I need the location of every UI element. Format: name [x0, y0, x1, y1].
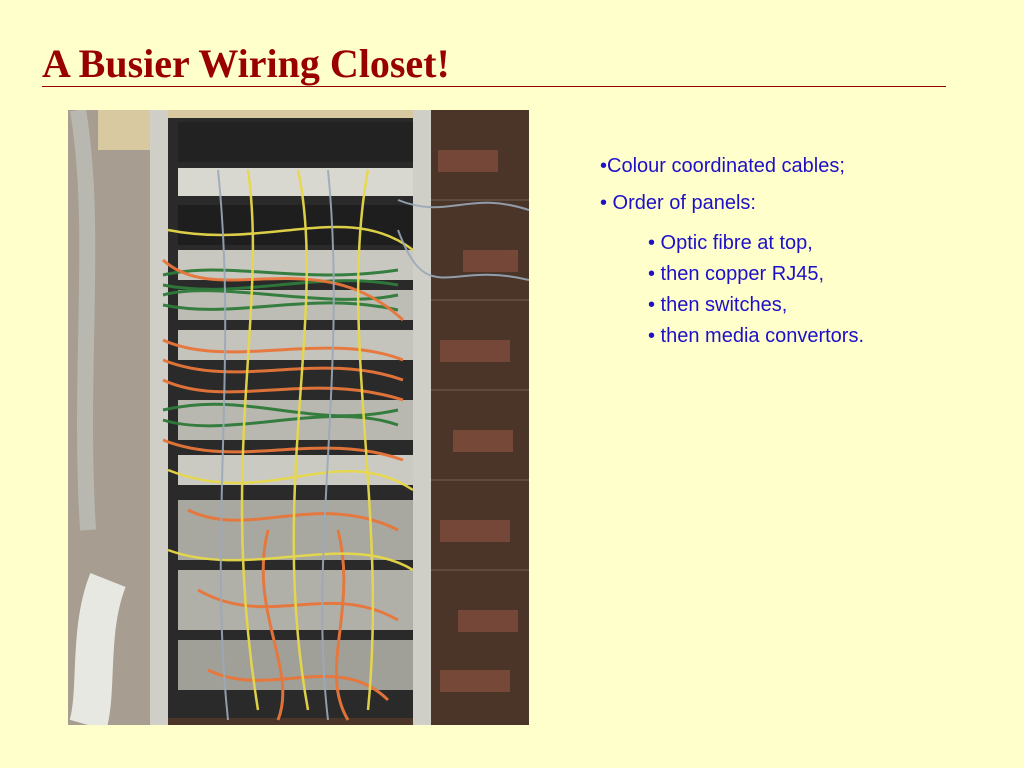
sub-bullet-copper-rj45: • then copper RJ45,: [648, 263, 824, 285]
bullet-colour-coordinated: •Colour coordinated cables;: [600, 155, 845, 177]
sub-bullet-switches: • then switches,: [648, 294, 788, 316]
sub-bullet-media-convertors: • then media convertors.: [648, 325, 864, 347]
wiring-closet-photo: [68, 110, 529, 725]
slide-title: A Busier Wiring Closet!: [42, 41, 450, 86]
sub-bullet-optic-fibre: • Optic fibre at top,: [648, 232, 813, 254]
bullet-order-of-panels: • Order of panels:: [600, 192, 756, 214]
bullet-list: •Colour coordinated cables; • Order of p…: [600, 154, 1000, 352]
sub-bullet-list: • Optic fibre at top, • then copper RJ45…: [648, 228, 1000, 352]
title-underline: [42, 86, 946, 87]
